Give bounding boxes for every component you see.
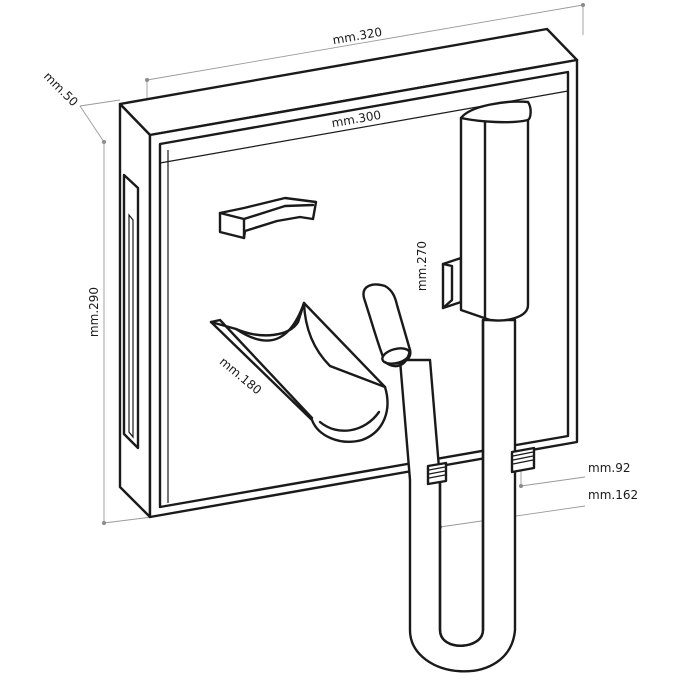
spout-trough: [209, 301, 389, 443]
shower-hose: [398, 318, 517, 673]
panel-inner-frame: [158, 70, 570, 509]
shower-holder: [441, 100, 532, 322]
dim-label-290: mm.290: [87, 287, 101, 337]
side-slot: [122, 173, 140, 450]
hand-shower: [362, 283, 412, 368]
dim-label-162: mm.162: [588, 488, 638, 502]
dim-label-50: mm.50: [41, 69, 81, 109]
wall-shelf: [218, 196, 318, 240]
water-connectors: [426, 446, 536, 486]
dim-label-270: mm.270: [415, 241, 429, 291]
dim-label-92: mm.92: [588, 461, 630, 475]
